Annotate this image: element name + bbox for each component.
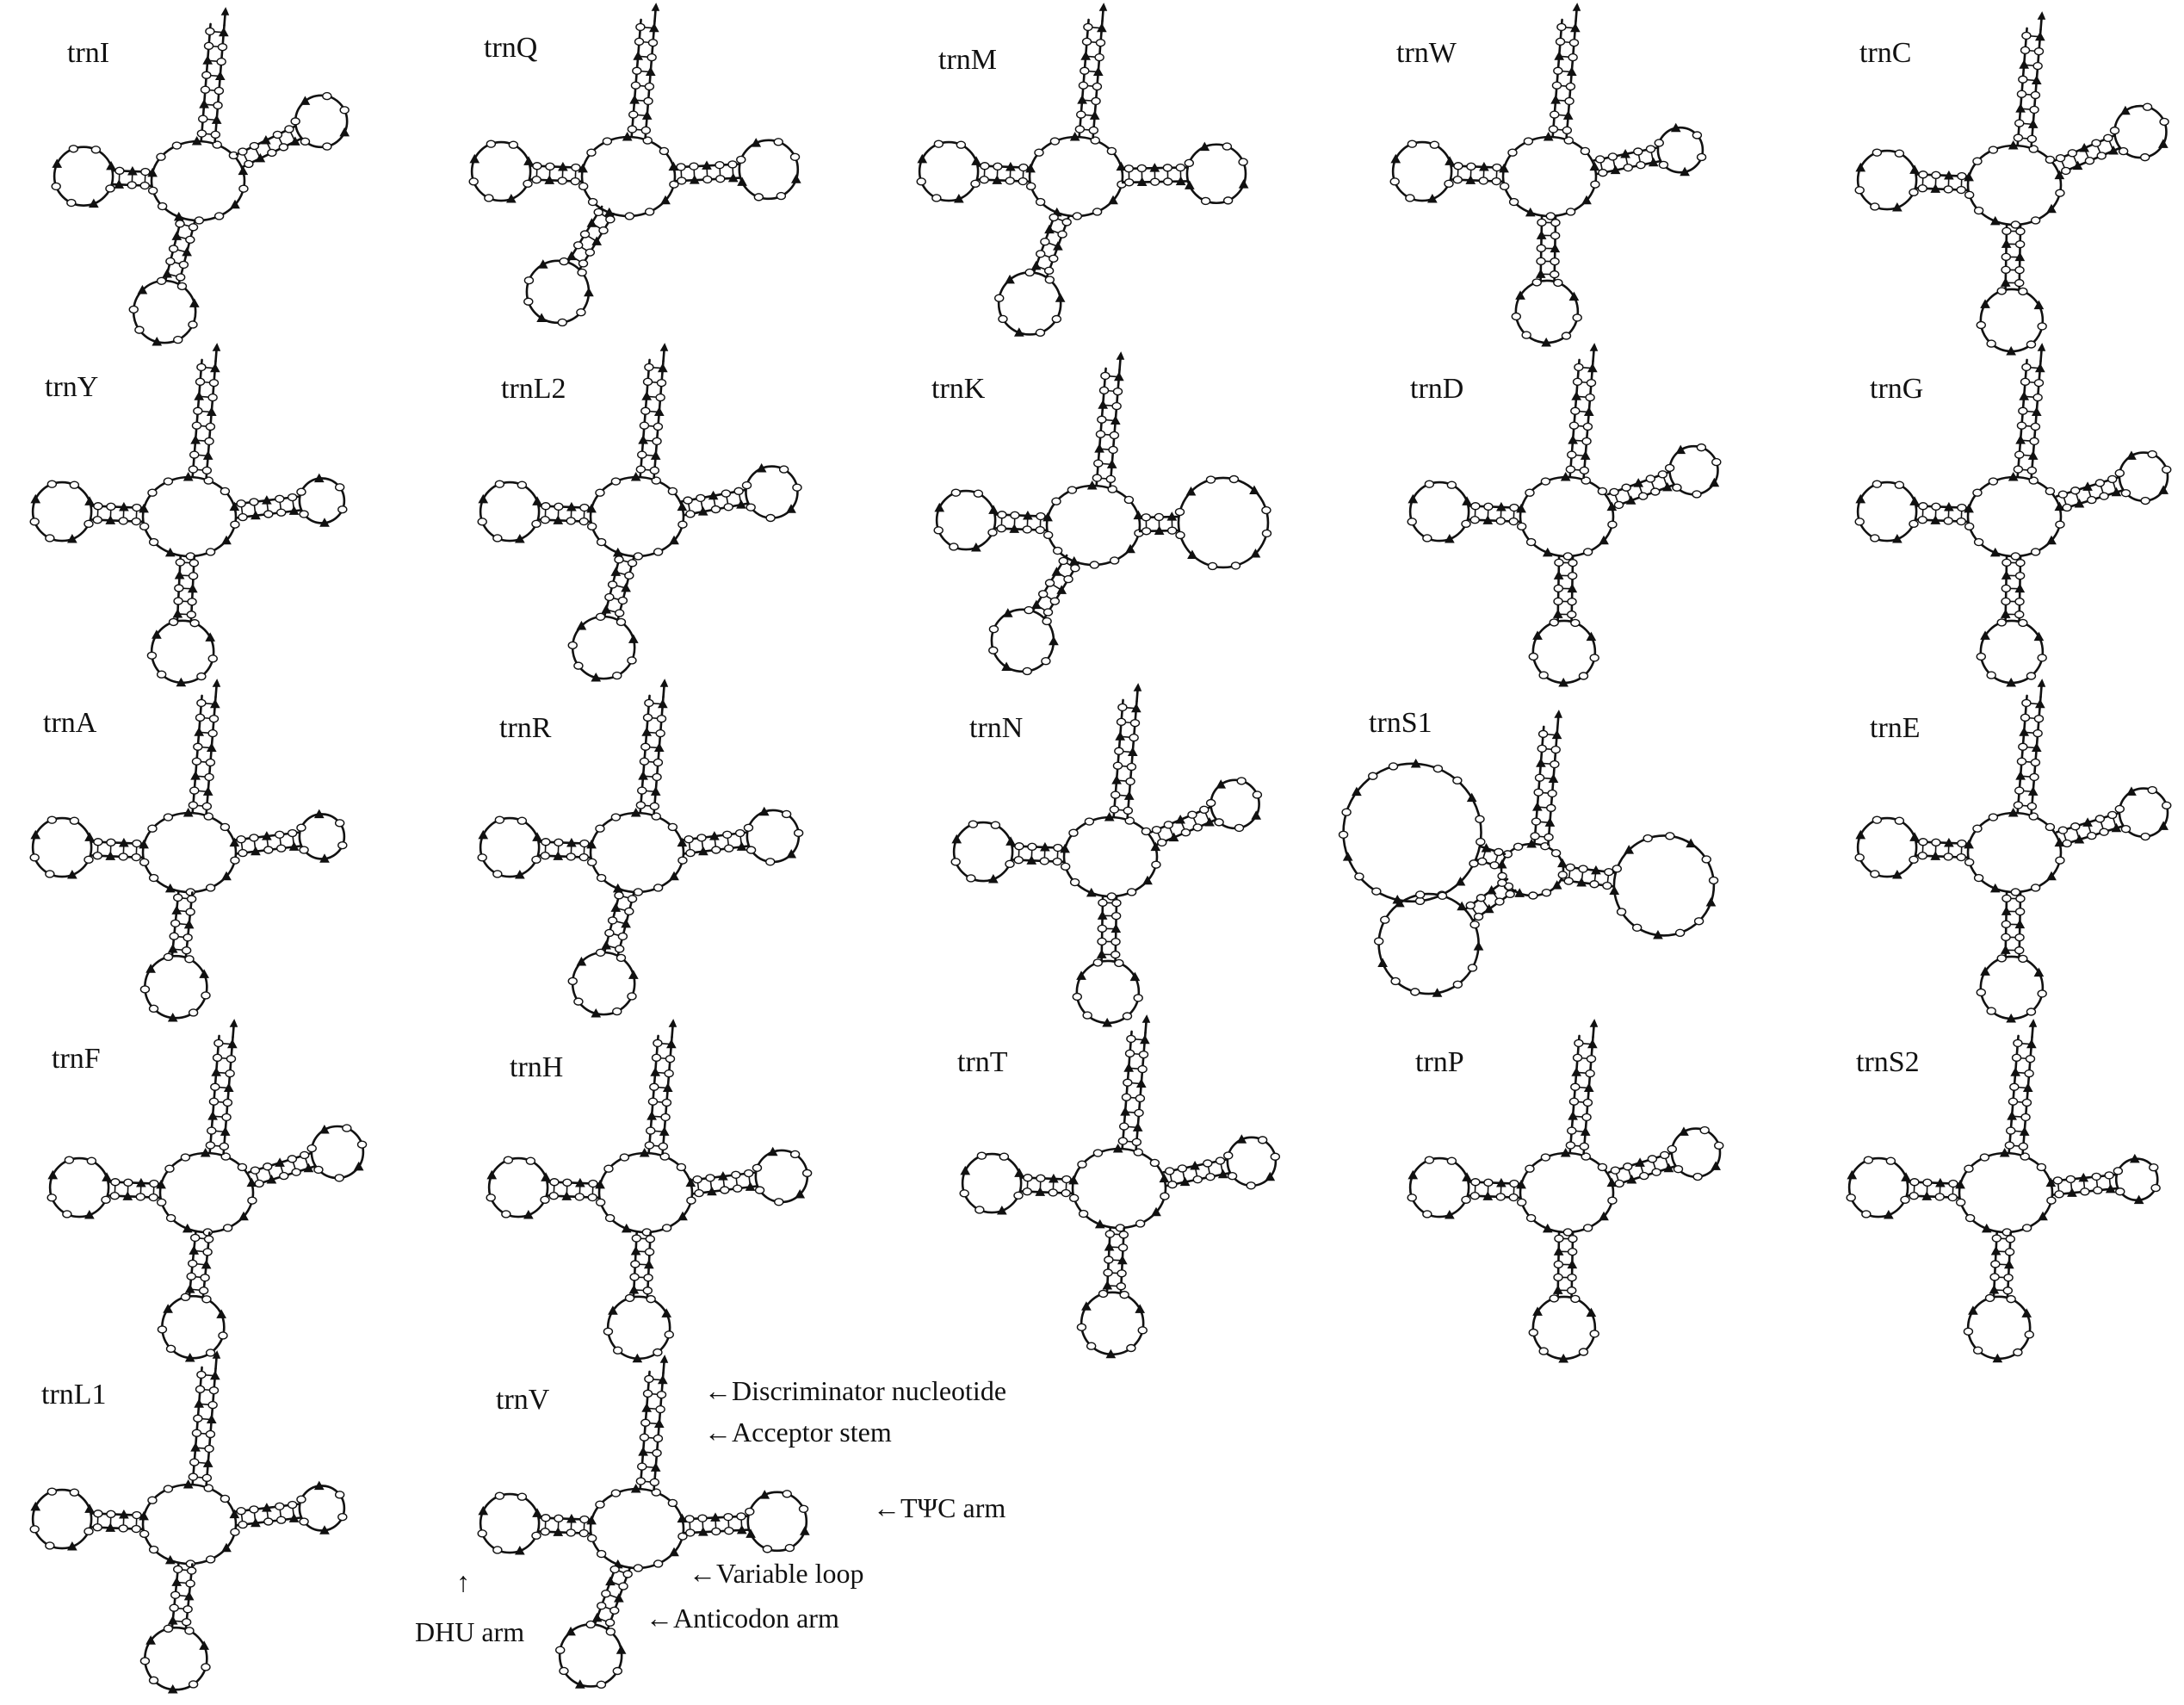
anticodon-arm-annotation: ←Anticodon arm	[646, 1603, 839, 1634]
cloverleaf-trnI	[51, 7, 350, 346]
trna-labels-layer: trnI trnQ trnM trnW trnC trnY trnL2 trnK…	[41, 32, 1923, 1416]
cloverleaf-trnP	[1407, 1019, 1724, 1363]
trna-label-trnS1: trnS1	[1369, 707, 1432, 739]
trna-label-trnG: trnG	[1870, 373, 1923, 405]
trna-label-trnD: trnD	[1410, 373, 1463, 405]
cloverleaf-trnH	[486, 1019, 813, 1363]
trna-label-trnP: trnP	[1415, 1046, 1464, 1078]
trna-label-trnT: trnT	[957, 1046, 1008, 1078]
trna-label-trnI: trnI	[67, 37, 109, 69]
trna-label-trnC: trnC	[1859, 37, 1911, 69]
trna-label-trnH: trnH	[510, 1051, 563, 1083]
trna-label-trnK: trnK	[931, 373, 986, 405]
trna-label-trnR: trnR	[499, 712, 552, 744]
cloverleaf-trnD	[1407, 343, 1722, 687]
cloverleaf-trnS1	[1338, 710, 1719, 997]
tpsic-arm-annotation: ←TΨC arm	[873, 1492, 1005, 1523]
cloverleaf-trnF	[46, 1019, 368, 1362]
cloverleaf-trnL1	[29, 1350, 348, 1694]
trna-label-trnN: trnN	[969, 712, 1023, 744]
trna-label-trnQ: trnQ	[484, 32, 537, 64]
variable-loop-annotation: ←Variable loop	[689, 1558, 864, 1589]
trna-label-trnF: trnF	[52, 1043, 101, 1075]
dhu-arm-annotation: DHU arm	[415, 1616, 524, 1647]
cloverleaf-trnA	[29, 679, 348, 1022]
dhu-arm-arrow: ↑	[456, 1566, 470, 1597]
trna-label-trnM: trnM	[938, 44, 997, 76]
cloverleaf-trnQ	[468, 3, 801, 327]
cloverleaf-trnK	[933, 351, 1272, 676]
cloverleaf-trnG	[1854, 343, 2172, 687]
trna-label-trnA: trnA	[43, 707, 97, 739]
discriminator-nucleotide-annotation: ←Discriminator nucleotide	[704, 1375, 1006, 1406]
cloverleaf-trnR	[477, 679, 804, 1018]
acceptor-stem-annotation: ←Acceptor stem	[704, 1417, 892, 1448]
trna-label-trnL2: trnL2	[501, 373, 566, 405]
cloverleaf-trnN	[950, 683, 1263, 1027]
trna-label-trnV: trnV	[496, 1384, 550, 1416]
structure-annotations: ←Discriminator nucleotide ←Acceptor stem…	[415, 1375, 1006, 1647]
cloverleaf-trnW	[1389, 3, 1707, 347]
trna-label-trnS2: trnS2	[1856, 1046, 1920, 1078]
trna-structures-layer	[29, 3, 2172, 1694]
trna-label-trnY: trnY	[45, 371, 98, 403]
trna-label-trnE: trnE	[1870, 712, 1921, 744]
cloverleaf-trnT	[959, 1014, 1281, 1359]
cloverleaf-trnC	[1854, 11, 2169, 356]
cloverleaf-trnS2	[1846, 1019, 2161, 1363]
cloverleaf-trnE	[1854, 679, 2172, 1023]
cloverleaf-trnL2	[477, 343, 802, 682]
cloverleaf-trnV	[477, 1355, 810, 1690]
cloverleaf-trnM	[916, 3, 1249, 338]
cloverleaf-trnY	[29, 343, 348, 687]
trna-label-trnL1: trnL1	[41, 1379, 107, 1410]
trna-label-trnW: trnW	[1396, 37, 1457, 69]
